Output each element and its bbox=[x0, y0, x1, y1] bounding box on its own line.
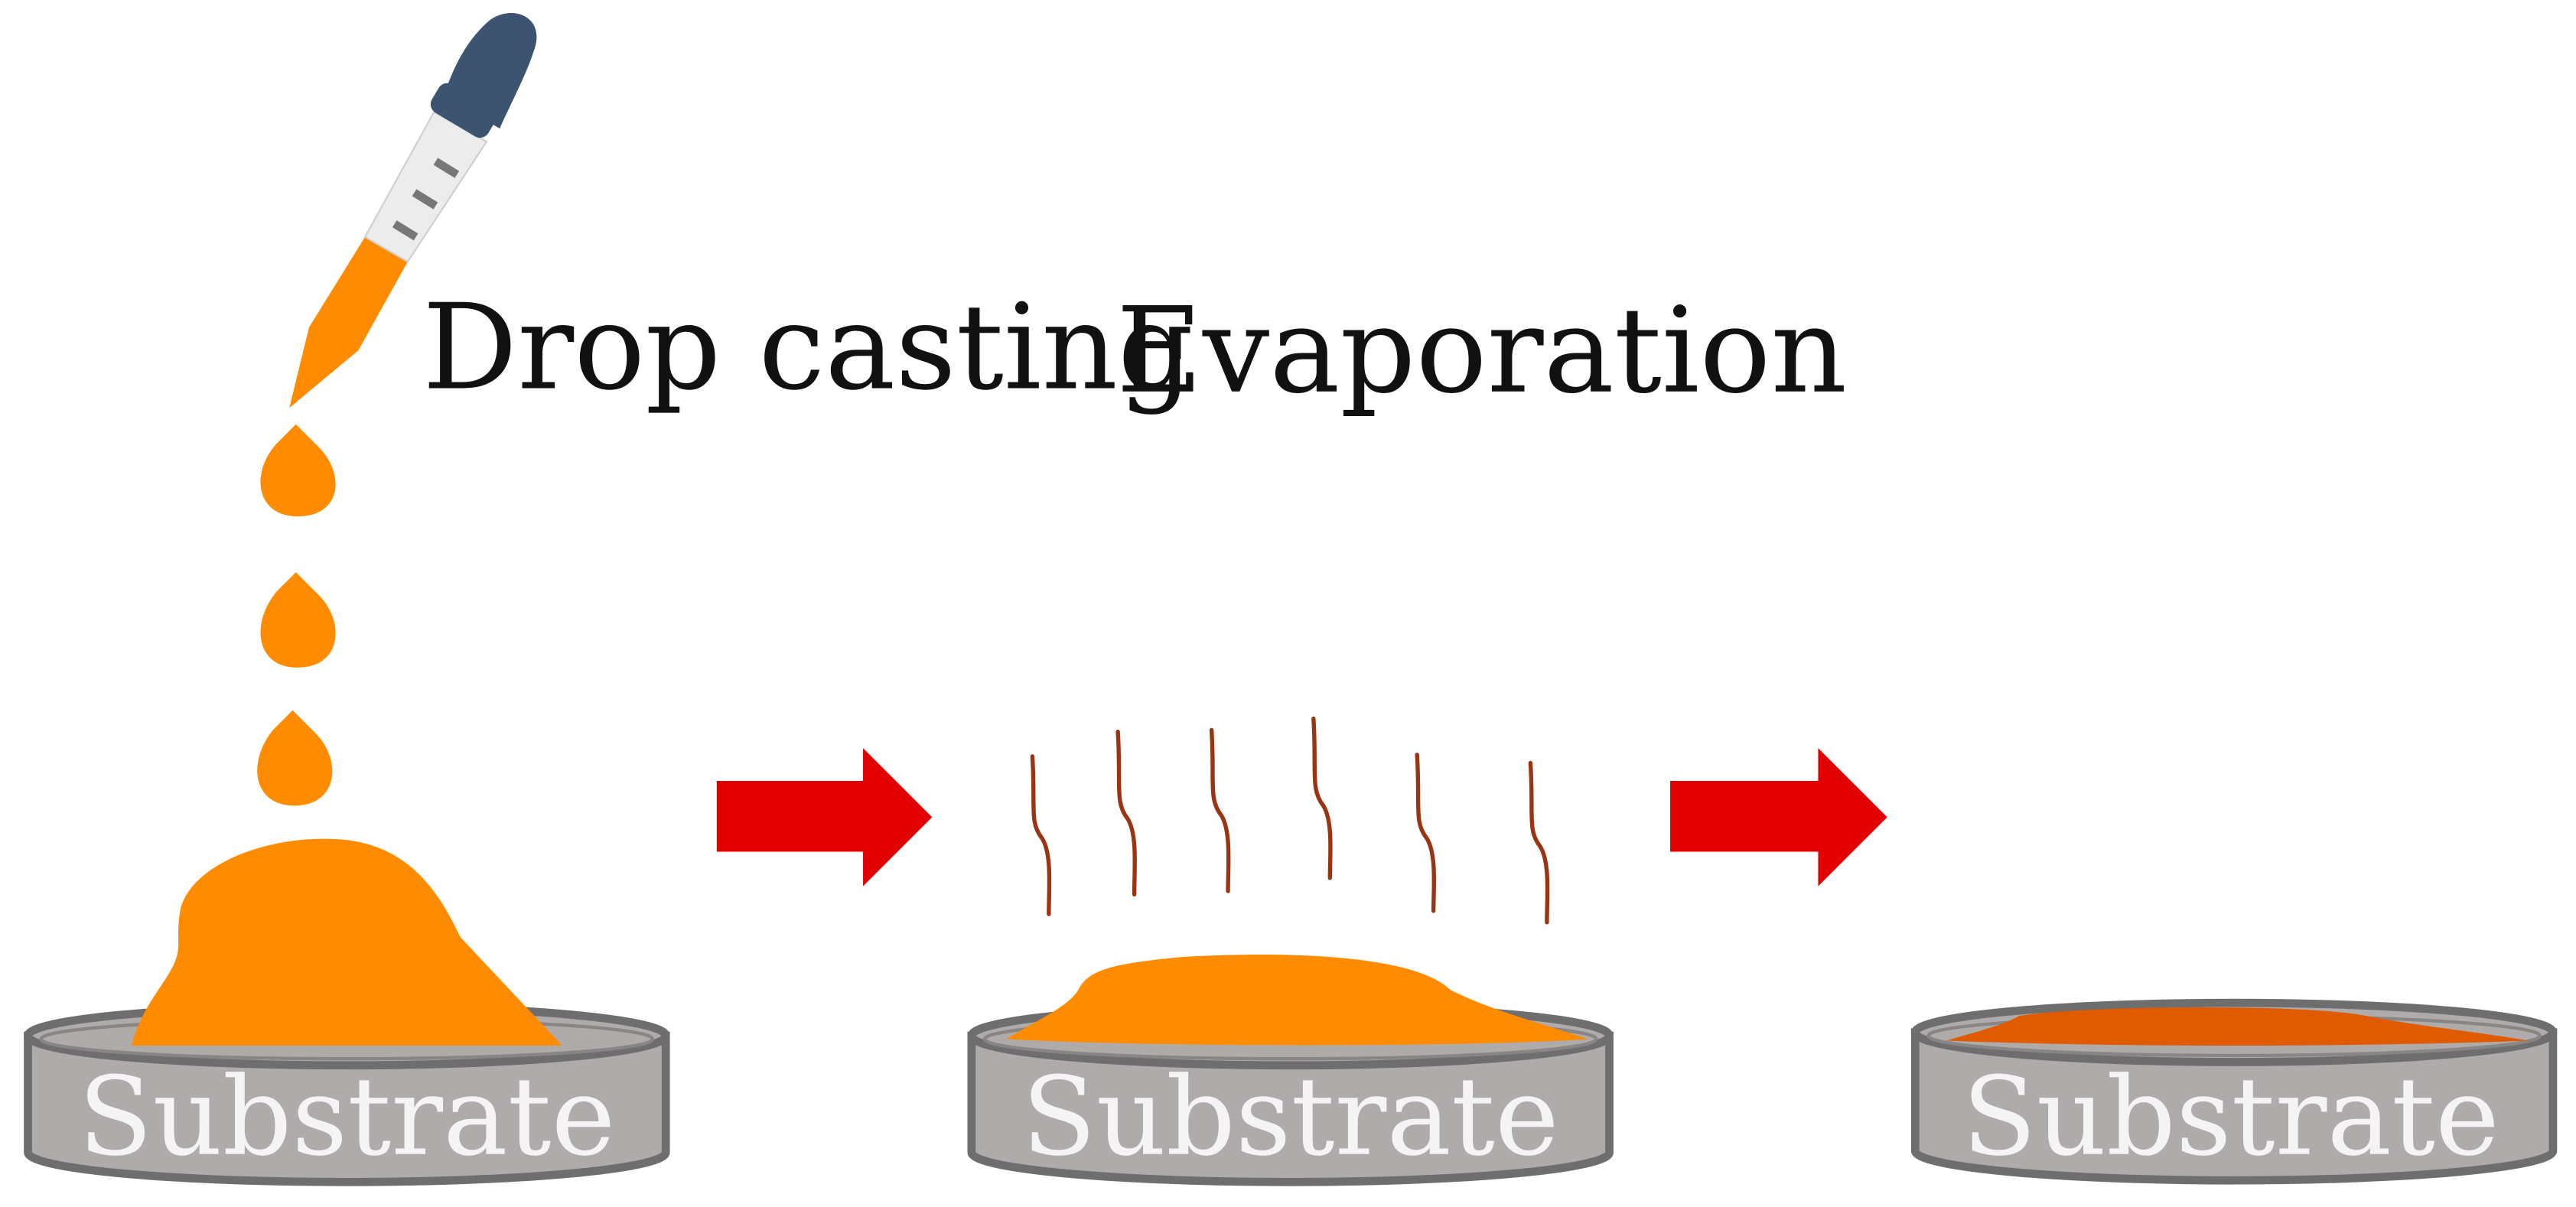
spreading-solution bbox=[1005, 954, 1588, 1046]
droplet bbox=[260, 572, 336, 668]
dried-film bbox=[1946, 1007, 2529, 1046]
vapor-line bbox=[1528, 760, 1550, 925]
dropper-bulb bbox=[444, 12, 537, 129]
vapor-line bbox=[1209, 727, 1231, 893]
falling-droplets bbox=[257, 424, 336, 806]
vapor-line bbox=[1030, 754, 1052, 916]
dropper-barrel bbox=[363, 111, 488, 263]
substrate-body bbox=[1910, 1028, 2558, 1185]
substrate-body bbox=[24, 1031, 670, 1186]
dropper-graduation-ticks bbox=[392, 158, 460, 241]
vapor-line bbox=[1415, 752, 1437, 913]
substrate-body bbox=[967, 1031, 1614, 1186]
substrate-label: Substrate bbox=[1022, 1054, 1559, 1180]
step-label-evaporation: Evaporation bbox=[1116, 282, 1847, 420]
step-label-drop-casting: Drop casting bbox=[422, 279, 1194, 417]
droplet bbox=[260, 424, 336, 517]
process-arrow-2 bbox=[1670, 748, 1887, 887]
process-arrow-1 bbox=[716, 748, 933, 887]
droplet bbox=[257, 710, 333, 806]
dropper bbox=[289, 12, 537, 408]
wet-drop bbox=[131, 838, 562, 1046]
vapor-line bbox=[1311, 716, 1333, 880]
vapor-lines bbox=[1030, 716, 1550, 925]
vapor-line bbox=[1115, 729, 1137, 897]
substrate-label: Substrate bbox=[1962, 1054, 2499, 1180]
dropper-tip bbox=[289, 236, 408, 408]
substrate-label: Substrate bbox=[78, 1054, 615, 1180]
